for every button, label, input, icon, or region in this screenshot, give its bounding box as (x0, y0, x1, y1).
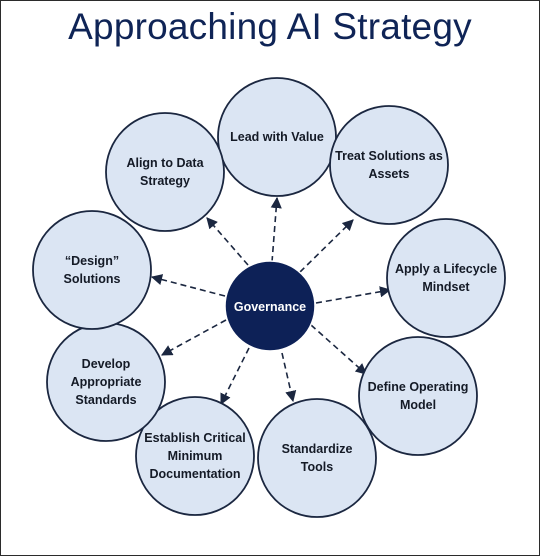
arrow-7 (161, 319, 227, 356)
arrow-2 (299, 219, 354, 273)
arrow-3 (315, 286, 392, 304)
principle-label: Treat Solutions as (335, 149, 443, 163)
principle-label: Solutions (64, 272, 121, 286)
principle-circle (135, 396, 255, 516)
governance-circle (224, 260, 316, 352)
principle-node: Treat Solutions as Assets (329, 105, 449, 225)
principle-label: Assets (369, 167, 410, 181)
principle-label: “Design” (65, 254, 119, 268)
arrow-1 (270, 196, 282, 263)
governance-label: Governance (234, 300, 306, 314)
principle-label: Mindset (422, 280, 470, 294)
principle-label: Tools (301, 460, 333, 474)
arrow-9 (206, 217, 249, 266)
principle-label: Standards (75, 393, 136, 407)
principle-label: Minimum (168, 449, 223, 463)
principle-circle (358, 336, 478, 456)
principle-circle (105, 112, 225, 232)
principle-label: Appropriate (71, 375, 142, 389)
principle-label: Define Operating (368, 380, 469, 394)
principle-circle (217, 77, 337, 197)
principle-label: Model (400, 398, 436, 412)
center-layer: Governance (224, 260, 316, 352)
principle-node: Lead with Value (217, 77, 337, 197)
arrows-layer (150, 196, 392, 406)
arrow-6 (220, 347, 250, 406)
principle-node: “Design” Solutions (32, 210, 152, 330)
principle-circle (329, 105, 449, 225)
principle-label: Standardize (282, 442, 353, 456)
principle-circle (32, 210, 152, 330)
principle-circle (386, 218, 506, 338)
principle-label: Establish Critical (144, 431, 245, 445)
principle-circle (257, 398, 377, 518)
arrow-4 (310, 324, 367, 375)
arrow-5 (281, 352, 297, 403)
principle-label: Lead with Value (230, 130, 324, 144)
arrow-8 (150, 274, 226, 297)
principle-label: Strategy (140, 174, 190, 188)
principle-label: Develop (82, 357, 131, 371)
principle-label: Align to Data (126, 156, 204, 170)
principle-label: Apply a Lifecycle (395, 262, 497, 276)
principle-label: Documentation (150, 467, 241, 481)
diagram-title: Approaching AI Strategy (68, 6, 472, 47)
